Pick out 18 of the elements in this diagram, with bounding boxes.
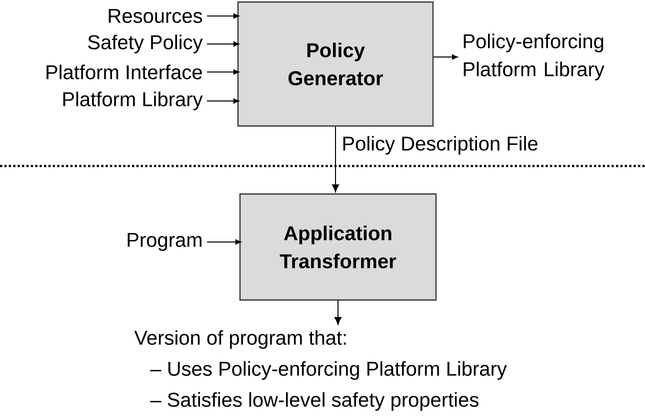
- process-box: Policy Generator: [237, 1, 434, 127]
- input-label: Platform Interface: [46, 64, 202, 80]
- arrow: [206, 13, 240, 19]
- arrow: [334, 300, 342, 325]
- output-label: Policy-enforcing Platform Library: [464, 34, 604, 80]
- input-label: Program: [128, 233, 202, 251]
- edge-label: Policy Description File: [343, 136, 538, 155]
- arrow: [433, 54, 458, 60]
- output-description: Version of program that: – Uses Policy-enforcing Platform Library – Satisfies low-level safety properties: [134, 330, 507, 411]
- input-label: Resources: [108, 9, 202, 23]
- arrow: [206, 98, 240, 104]
- arrow: [206, 41, 240, 47]
- process-box: Application Transformer: [239, 193, 437, 301]
- arrow: [332, 126, 340, 192]
- input-label: Platform Library: [63, 92, 203, 110]
- arrow: [206, 239, 242, 245]
- arrow: [206, 69, 240, 75]
- input-label: Safety Policy: [88, 34, 203, 54]
